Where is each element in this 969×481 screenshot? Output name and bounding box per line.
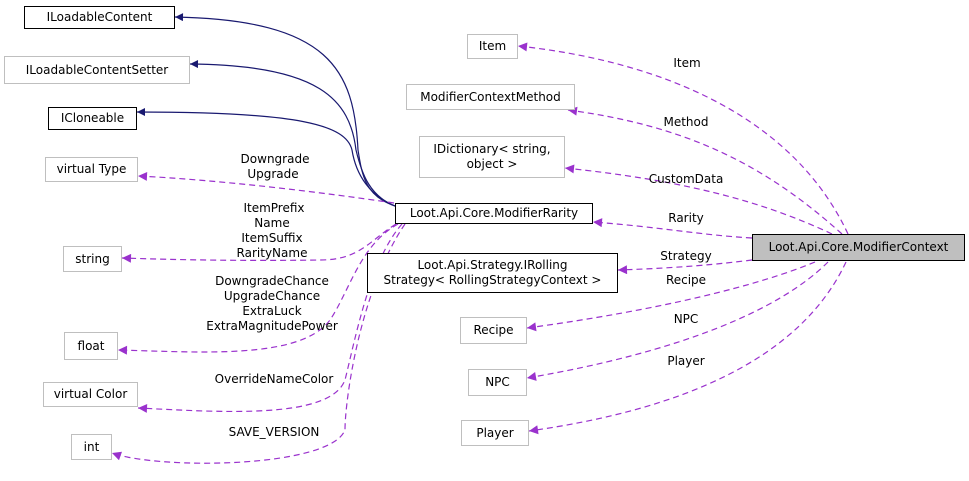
node-npc-label: NPC xyxy=(485,375,510,389)
node-irolling-strategy[interactable]: Loot.Api.Strategy.IRolling Strategy< Rol… xyxy=(367,253,618,293)
edge-inherit-icloneable xyxy=(136,108,396,207)
edge-rarity-downgrade-upgrade xyxy=(137,171,395,204)
node-virtual-color[interactable]: virtual Color xyxy=(43,382,138,407)
edge-label-upgrade: Upgrade xyxy=(247,167,299,181)
node-iloadablecontent[interactable]: ILoadableContent xyxy=(24,6,175,29)
edge-label-override-name-color: OverrideNameColor xyxy=(214,372,334,386)
node-virtual-type-label: virtual Type xyxy=(56,162,127,176)
edge-label-player: Player xyxy=(667,354,705,368)
node-modifier-context[interactable]: Loot.Api.Core.ModifierContext xyxy=(752,234,965,261)
edge-label-custom-data: CustomData xyxy=(648,172,724,186)
node-modifier-context-label: Loot.Api.Core.ModifierContext xyxy=(768,240,949,254)
node-npc[interactable]: NPC xyxy=(468,369,527,396)
node-modifier-rarity-label: Loot.Api.Core.ModifierRarity xyxy=(409,206,579,220)
edge-label-item-prefix: ItemPrefix xyxy=(243,201,305,215)
edge-label-downgrade-chance: DowngradeChance xyxy=(215,274,329,288)
edge-label-save-version: SAVE_VERSION xyxy=(228,425,320,439)
node-string[interactable]: string xyxy=(63,246,122,272)
edge-label-npc: NPC xyxy=(673,312,699,326)
edge-label-rarity: Rarity xyxy=(668,211,704,225)
node-int[interactable]: int xyxy=(71,434,112,460)
edge-context-method xyxy=(567,106,843,235)
edge-label-method: Method xyxy=(663,115,709,129)
node-virtual-color-label: virtual Color xyxy=(53,387,128,401)
node-iloadablecontentsetter[interactable]: ILoadableContentSetter xyxy=(4,56,190,84)
node-idictionary[interactable]: IDictionary< string, object > xyxy=(419,136,565,178)
edge-label-upgrade-chance: UpgradeChance xyxy=(223,289,321,303)
node-irolling-strategy-label-line1: Loot.Api.Strategy.IRolling xyxy=(417,258,568,272)
edge-context-strategy xyxy=(617,259,753,275)
node-modifier-context-method-label: ModifierContextMethod xyxy=(420,89,561,104)
edge-context-npc xyxy=(526,261,829,381)
edge-context-player xyxy=(528,261,847,435)
node-irolling-strategy-label-line2: Strategy< RollingStrategyContext > xyxy=(383,273,602,287)
node-recipe[interactable]: Recipe xyxy=(460,317,527,344)
node-idictionary-label-line1: IDictionary< string, xyxy=(433,142,551,156)
node-recipe-label: Recipe xyxy=(473,323,514,337)
node-float-label: float xyxy=(77,338,105,353)
edge-rarity-strings xyxy=(121,223,397,263)
edge-rarity-int xyxy=(111,223,406,464)
node-string-label: string xyxy=(75,251,110,266)
node-virtual-type[interactable]: virtual Type xyxy=(45,157,138,182)
node-iloadablecontentsetter-label: ILoadableContentSetter xyxy=(25,62,169,77)
edge-rarity-floats xyxy=(117,223,399,355)
node-modifier-context-method[interactable]: ModifierContextMethod xyxy=(406,84,575,110)
edge-label-name: Name xyxy=(254,216,290,230)
node-player-label: Player xyxy=(476,425,514,440)
edge-label-extra-magnitude-power: ExtraMagnitudePower xyxy=(206,319,338,333)
node-int-label: int xyxy=(83,439,100,454)
edge-context-recipe xyxy=(526,261,816,332)
edge-label-extra-luck: ExtraLuck xyxy=(242,304,302,318)
node-iloadablecontent-label: ILoadableContent xyxy=(46,10,153,24)
edge-context-rarity xyxy=(592,218,753,239)
edge-label-rarity-name: RarityName xyxy=(236,246,308,260)
edge-label-downgrade: Downgrade xyxy=(240,152,310,166)
node-item[interactable]: Item xyxy=(467,34,518,59)
node-player[interactable]: Player xyxy=(461,420,529,446)
edge-label-item: Item xyxy=(673,56,701,70)
edge-label-item-suffix: ItemSuffix xyxy=(241,231,303,245)
node-item-label: Item xyxy=(478,39,507,53)
edge-label-strategy: Strategy xyxy=(660,249,712,263)
edge-context-customdata xyxy=(564,164,833,235)
node-float[interactable]: float xyxy=(64,332,118,360)
node-idictionary-label-line2: object > xyxy=(466,157,518,171)
edge-inherit-iloadablecontentsetter xyxy=(189,60,396,207)
node-icloneable-label: ICloneable xyxy=(60,111,125,125)
node-modifier-rarity[interactable]: Loot.Api.Core.ModifierRarity xyxy=(395,203,593,224)
edge-label-recipe: Recipe xyxy=(665,273,707,287)
edge-context-item xyxy=(517,42,849,235)
node-icloneable[interactable]: ICloneable xyxy=(48,107,137,130)
